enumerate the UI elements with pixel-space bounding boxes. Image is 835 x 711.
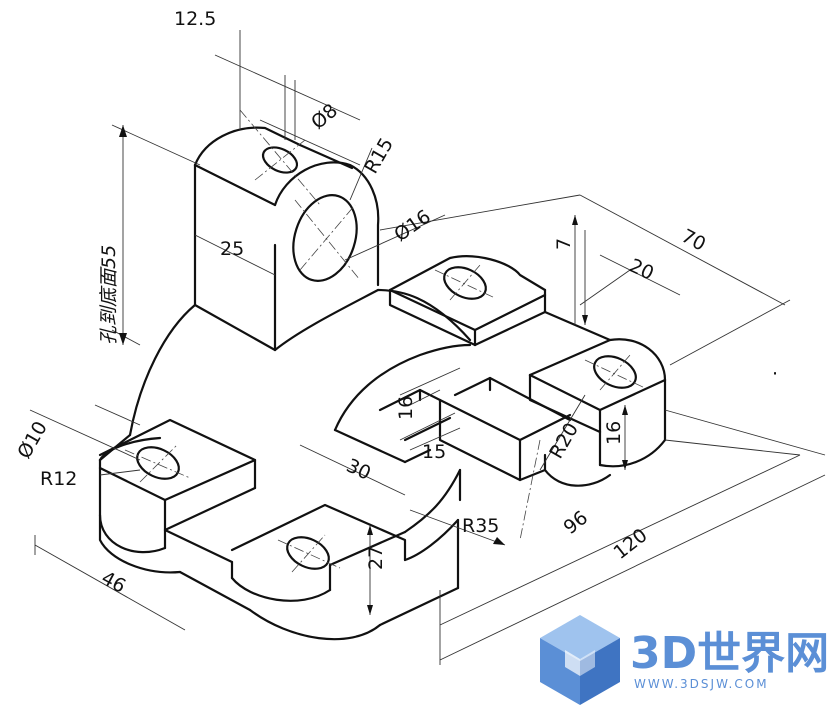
watermark: 3D世界网 WWW.3DSJW.COM bbox=[540, 615, 829, 705]
cube-logo-icon bbox=[540, 615, 620, 705]
stray-mark: · bbox=[772, 363, 778, 385]
watermark-title: 3D世界网 bbox=[630, 628, 829, 679]
dimension-lines bbox=[29, 30, 826, 665]
dimension-arrows bbox=[119, 125, 628, 615]
dim-r35: R35 bbox=[462, 515, 499, 537]
dim-27: 27 bbox=[365, 546, 387, 570]
dim-r15: R15 bbox=[360, 134, 398, 177]
dim-phi-16: Ø16 bbox=[390, 206, 435, 246]
dim-120: 120 bbox=[610, 524, 652, 564]
dim-25: 25 bbox=[220, 238, 244, 260]
dim-16-slot: 16 bbox=[395, 396, 417, 420]
dim-7: 7 bbox=[553, 238, 575, 250]
dim-r12: R12 bbox=[40, 468, 77, 490]
dim-46: 46 bbox=[98, 567, 130, 598]
dimension-labels: 12.5 Ø8 R15 孔到底面55 25 Ø16 7 20 70 Ø10 R1… bbox=[13, 8, 778, 598]
dim-70: 70 bbox=[678, 225, 710, 256]
part-outline bbox=[98, 126, 667, 641]
dim-20: 20 bbox=[626, 255, 657, 285]
dim-phi-8: Ø8 bbox=[307, 100, 342, 134]
dim-16-right: 16 bbox=[603, 421, 625, 445]
dim-15: 15 bbox=[422, 441, 446, 463]
dim-12-5: 12.5 bbox=[174, 8, 216, 30]
dim-phi-10: Ø10 bbox=[13, 418, 52, 463]
dim-hole-to-bottom-55: 孔到底面55 bbox=[98, 245, 120, 345]
dim-30: 30 bbox=[343, 455, 374, 485]
watermark-url: WWW.3DSJW.COM bbox=[634, 677, 769, 691]
center-lines bbox=[124, 109, 646, 573]
dim-96: 96 bbox=[560, 507, 593, 539]
